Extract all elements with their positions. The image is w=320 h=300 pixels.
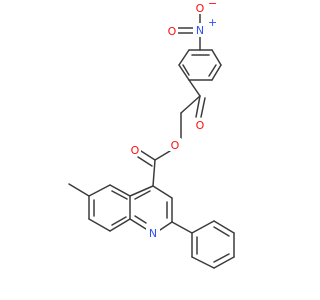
nitro-o-top-atom: O − [194, 0, 217, 15]
nitro-o-left-atom: O [166, 24, 178, 38]
svg-text:−: − [208, 0, 217, 10]
svg-text:O: O [168, 25, 177, 38]
svg-text:O: O [196, 2, 205, 15]
ester-o-to-carbonyl-bond [154, 150, 171, 161]
ring-to-ketone-bond [188, 79, 201, 97]
svg-text:+: + [208, 16, 217, 29]
ester-o-double-atom: O [129, 143, 141, 157]
svg-text:O: O [196, 119, 205, 132]
carbonyl-to-ring-bond [152, 159, 156, 187]
ester-carbonyl-double-bond-1 [140, 150, 156, 161]
nitrophenyl-ring [178, 49, 222, 81]
svg-text:O: O [171, 139, 180, 152]
ketone-to-ch2-bond [180, 95, 201, 114]
molecule-structure-diagram: N + O − O O O O N [68, 0, 235, 269]
svg-text:N: N [196, 24, 204, 37]
phenyl-ring [191, 220, 235, 269]
ketone-double-bond-2 [200, 97, 206, 118]
quinoline-benzo-ring [88, 184, 131, 232]
svg-text:O: O [131, 144, 140, 157]
ketone-o-atom: O [194, 118, 206, 132]
ring-n-atom: N [146, 226, 160, 240]
ester-o-single-atom: O [169, 138, 181, 152]
ketone-double-bond-1 [195, 95, 201, 118]
quinoline-to-phenyl-bond [171, 221, 193, 234]
ester-carbonyl-double-bond-2 [137, 156, 153, 167]
quinoline-pyridine-ring [129, 185, 173, 231]
svg-text:N: N [149, 227, 157, 240]
methyl-bond [68, 183, 90, 197]
nitro-n-atom: N + [193, 16, 217, 37]
